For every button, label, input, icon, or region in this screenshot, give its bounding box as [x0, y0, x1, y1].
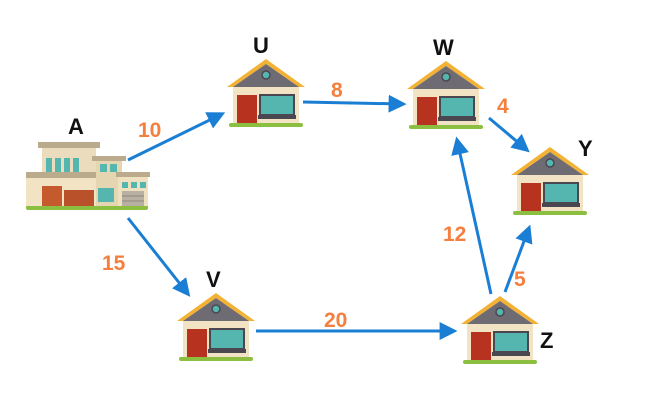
weight-a-v: 15	[102, 252, 126, 275]
edge-z-y	[503, 224, 533, 293]
weight-a-u: 10	[138, 119, 161, 142]
node-label-v: V	[206, 267, 221, 292]
weight-v-z: 20	[324, 309, 347, 332]
edge-u-w	[302, 94, 407, 113]
big-house-icon	[26, 142, 150, 210]
node-label-a: A	[68, 114, 84, 139]
house-icon	[177, 293, 255, 361]
house-icon	[227, 59, 305, 127]
weight-z-y: 5	[514, 268, 526, 291]
edge-a-u	[127, 112, 226, 162]
house-icon	[407, 61, 485, 129]
weight-z-w: 12	[443, 223, 466, 246]
node-z: Z	[461, 296, 553, 364]
edges	[126, 94, 533, 340]
edge-z-w	[451, 136, 493, 295]
node-label-y: Y	[578, 136, 593, 161]
node-label-u: U	[253, 33, 269, 58]
node-w: W	[407, 35, 485, 129]
node-label-z: Z	[540, 328, 553, 353]
node-a: A	[26, 114, 150, 210]
node-v: V	[177, 267, 255, 361]
edge-a-v	[126, 217, 191, 297]
house-icon	[461, 296, 539, 364]
node-y: Y	[511, 136, 593, 215]
node-u: U	[227, 33, 305, 127]
weight-u-w: 8	[331, 79, 343, 102]
node-label-w: W	[433, 35, 454, 60]
house-icon	[511, 147, 589, 215]
weight-w-y: 4	[497, 95, 509, 118]
edge-w-y	[488, 116, 530, 153]
edge-weights: 10 15 8 4 20 12 5	[102, 79, 526, 332]
